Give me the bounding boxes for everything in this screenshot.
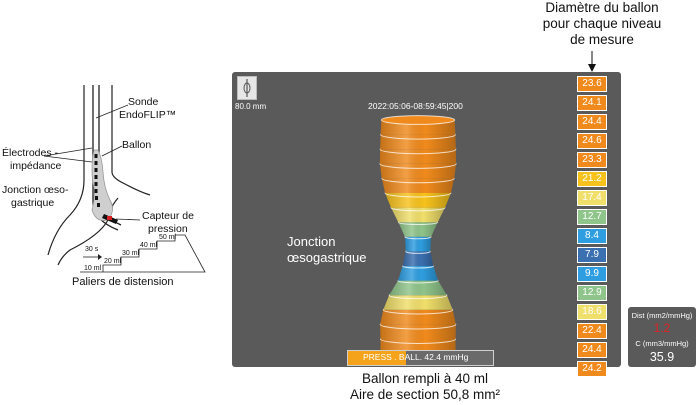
fill-caption-line2: Aire de section 50,8 mm² [349, 387, 501, 402]
fill-caption-line1: Ballon rempli à 40 ml [361, 371, 489, 386]
probe-label-line2: EndoFLIP™ [119, 109, 177, 121]
balloon-segment-shading [385, 193, 451, 208]
schematic-diagram: Sonde EndoFLIP™ Ballon Électrodes - impé… [0, 60, 225, 300]
balloon-segment-shading [389, 280, 447, 296]
dist-label: Dist (mm2/mmHg) [631, 311, 693, 320]
diameter-caption-line2: pour chaque niveau [542, 16, 662, 31]
diameter-caption-line3: de mesure [570, 32, 634, 47]
time-label: 30 s [85, 246, 99, 253]
probe-label-line1: Sonde [128, 96, 159, 108]
balloon-segment-shading [391, 207, 445, 223]
diameter-value: 22.4 [577, 323, 607, 339]
balloon-label: Ballon [122, 139, 152, 151]
diameter-value: 7.9 [577, 247, 607, 263]
diameter-caption: Diamètre du ballon pour chaque niveau de… [507, 0, 697, 48]
electrodes-label-line2: impédance [10, 160, 62, 172]
balloon-segment-shading [404, 236, 432, 252]
step-label-40: 40 ml [140, 242, 158, 249]
esophagus-schematic-drawing [43, 85, 206, 273]
pressure-bar: PRESS . BALL. 42.4 mmHg [347, 350, 494, 366]
diameter-list: 23.6 24.1 24.4 24.6 23.3 21.2 17.4 12.7 8.4 7.9 9.… [577, 76, 607, 380]
diameter-value: 24.6 [577, 133, 607, 149]
diameter-value: 12.9 [577, 285, 607, 301]
sensor-label-line2: pression [148, 223, 188, 235]
arrow-down-icon [588, 51, 596, 72]
endoflip-display-screen: 80.0 mm 2022:05:06-08:59:45|200 Jonction… [232, 72, 621, 367]
pressure-bar-fill [348, 351, 406, 365]
junction-overlay-label: Jonction œsogastrique [287, 234, 366, 266]
compliance-value: 35.9 [649, 350, 675, 364]
sensor-label-line1: Capteur de [142, 210, 194, 222]
balloon-segment-shading [379, 163, 457, 179]
diameter-value: 24.4 [577, 342, 607, 358]
step-label-30: 30 ml [122, 250, 140, 257]
distensibility-stats-box: Dist (mm2/mmHg) 1.2 C (mm3/mmHg) 35.9 [628, 307, 696, 367]
step-label-20: 20 ml [104, 258, 122, 265]
probe-icon[interactable] [237, 76, 257, 100]
diameter-value: 18.6 [577, 304, 607, 320]
diameter-value: 24.1 [577, 95, 607, 111]
compliance-label: C (mm3/mmHg) [635, 339, 689, 348]
balloon-ring [380, 115, 456, 125]
balloon-segment-shading [398, 266, 438, 281]
electrodes-label-line1: Électrodes - [2, 147, 59, 159]
junction-label-line2: gastrique [11, 197, 55, 209]
pressure-readout: PRESS . BALL. 42.4 mmHg [363, 352, 469, 362]
diameter-value: 24.4 [577, 114, 607, 130]
dist-value: 1.2 [653, 321, 671, 335]
diameter-value: 24.2 [577, 361, 607, 377]
diameter-value: 21.2 [577, 171, 607, 187]
balloon-segment-shading [398, 222, 438, 237]
balloon-segment-shading [381, 178, 455, 193]
fill-caption: Ballon rempli à 40 ml Aire de section 50… [300, 371, 550, 403]
diameter-value: 12.7 [577, 209, 607, 225]
step-label-50: 50 ml [159, 234, 177, 241]
junction-label-line1: Jonction œso- [2, 184, 69, 196]
balloon-segment-shading [383, 295, 453, 310]
diameter-value: 9.9 [577, 266, 607, 282]
diameter-value: 8.4 [577, 228, 607, 244]
balloon-segment-shading [402, 251, 434, 266]
diameter-value: 17.4 [577, 190, 607, 206]
junction-overlay-line1: Jonction [287, 234, 336, 249]
steps-caption: Paliers de distension [72, 276, 174, 288]
balloon-3d-render [379, 115, 457, 354]
diameter-value: 23.3 [577, 152, 607, 168]
timestamp: 2022:05:06-08:59:45|200 [368, 101, 463, 111]
balloon-segment-shading [380, 309, 456, 325]
balloon-segment-shading [380, 324, 456, 339]
junction-overlay-line2: œsogastrique [287, 250, 367, 265]
probe-length-readout: 80.0 mm [235, 102, 267, 111]
balloon-segment-shading [380, 134, 456, 150]
diameter-value: 23.6 [577, 76, 607, 92]
step-label-10: 10 ml [84, 265, 102, 272]
diameter-caption-line1: Diamètre du ballon [545, 0, 659, 15]
balloon-segment-shading [379, 149, 457, 164]
